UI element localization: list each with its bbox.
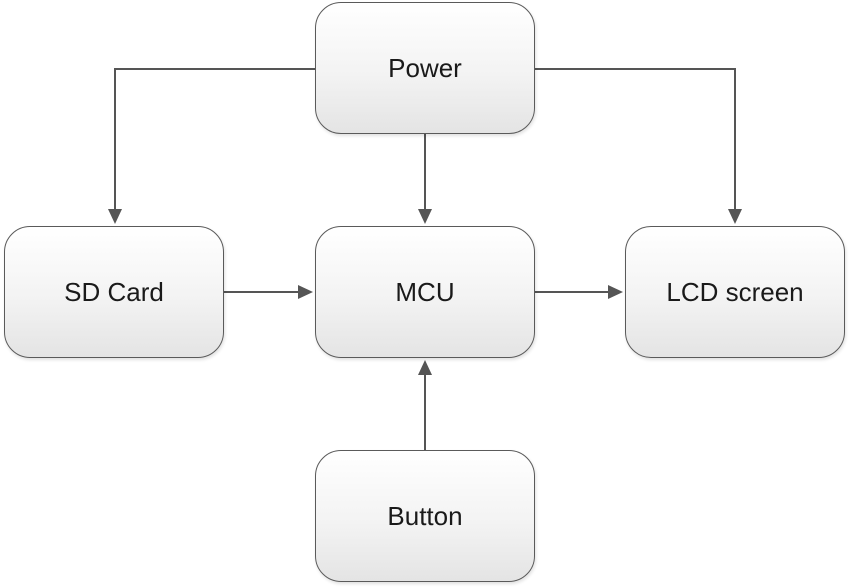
node-power-label: Power — [388, 52, 462, 83]
node-lcd-screen: LCD screen — [625, 226, 845, 358]
edge-button-to-mcu — [418, 360, 432, 450]
edge-power-to-sdcard — [108, 68, 315, 224]
node-button: Button — [315, 450, 535, 582]
node-lcd-screen-label: LCD screen — [666, 276, 804, 307]
node-sd-card: SD Card — [4, 226, 224, 358]
node-mcu: MCU — [315, 226, 535, 358]
node-sd-card-label: SD Card — [64, 276, 164, 307]
node-mcu-label: MCU — [395, 276, 455, 307]
node-button-label: Button — [387, 500, 463, 531]
edge-sdcard-to-mcu — [224, 285, 313, 299]
node-power: Power — [315, 2, 535, 134]
edge-power-to-lcd — [535, 68, 742, 224]
edge-mcu-to-lcd — [535, 285, 623, 299]
edge-power-to-mcu — [418, 134, 432, 224]
